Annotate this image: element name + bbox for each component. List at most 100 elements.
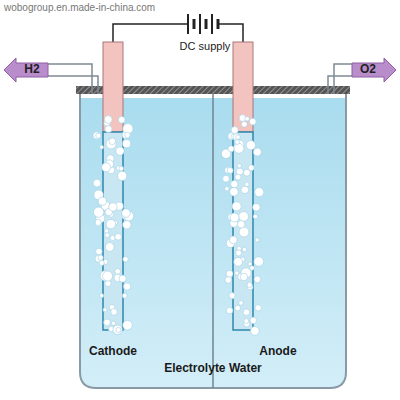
bubble: [250, 317, 257, 324]
bubble: [230, 188, 239, 197]
o2-pipe: [328, 64, 352, 94]
bubble: [122, 293, 127, 298]
supply-label: DC supply: [180, 40, 231, 52]
bubble: [115, 269, 121, 275]
bubble: [123, 320, 133, 330]
bubble: [225, 187, 229, 191]
bubble: [250, 327, 259, 336]
bubble: [241, 186, 249, 194]
bubble: [255, 188, 264, 197]
bubble: [116, 147, 124, 155]
bubble: [109, 203, 117, 211]
bubble: [253, 148, 261, 156]
bubble: [119, 166, 124, 171]
bubble: [229, 236, 237, 244]
bubble: [232, 202, 241, 211]
bubble: [113, 325, 122, 334]
bubble: [245, 117, 250, 122]
bubble: [105, 126, 112, 133]
bubble: [241, 121, 247, 127]
gas-label: O2: [360, 63, 376, 76]
bubble: [104, 116, 112, 124]
bubble: [98, 197, 106, 205]
bubble: [250, 266, 255, 271]
bubble: [228, 146, 234, 152]
bubble: [123, 283, 130, 290]
bubble: [119, 275, 126, 282]
bubble: [254, 276, 261, 283]
bubble: [245, 182, 249, 186]
bubble: [234, 143, 244, 153]
anode-terminal: [233, 42, 253, 132]
bubble: [111, 309, 118, 316]
bubble: [237, 221, 245, 229]
bubble: [244, 169, 251, 176]
membrane: [212, 94, 214, 388]
bubble: [98, 255, 103, 260]
bubble: [116, 328, 121, 333]
bubble: [235, 140, 240, 145]
wire: [113, 24, 243, 42]
bubble: [93, 179, 101, 187]
bubble: [110, 235, 115, 240]
bubble: [240, 273, 247, 280]
bubble: [229, 293, 235, 299]
bubble: [255, 238, 259, 242]
battery-symbol: [188, 14, 222, 34]
bubble: [104, 319, 111, 326]
h2-pipe: [48, 64, 98, 94]
bubble: [225, 277, 232, 284]
bubble: [117, 171, 126, 180]
h2-arrow: [4, 58, 48, 82]
bubble: [246, 141, 255, 150]
bubble: [235, 305, 241, 311]
bubble: [102, 163, 111, 172]
bubble: [100, 294, 104, 298]
bubble: [103, 271, 113, 281]
bubble: [253, 214, 258, 219]
bubble: [103, 308, 107, 312]
bubble: [99, 260, 104, 265]
electrode-label: Anode: [259, 345, 296, 358]
bubble: [226, 270, 233, 277]
bubble: [123, 257, 128, 262]
bubble: [231, 127, 238, 134]
anode-electrode: [233, 132, 253, 330]
bubble: [231, 180, 238, 187]
bubble: [227, 168, 233, 174]
bubble: [105, 243, 114, 252]
bubble: [111, 321, 115, 325]
cathode-electrode: [103, 132, 123, 330]
bubble: [109, 138, 116, 145]
bubble: [253, 204, 261, 212]
bubble: [247, 282, 252, 287]
bubble: [236, 250, 242, 256]
bubble: [239, 227, 249, 237]
electrode-label: Cathode: [89, 345, 137, 358]
o2-arrow: [352, 58, 396, 82]
gas-bubbles: [93, 115, 264, 336]
bubble: [244, 319, 249, 324]
bubble: [235, 271, 239, 275]
bubble: [248, 262, 252, 266]
bubble: [237, 164, 241, 168]
bubble: [115, 234, 122, 241]
bubble: [249, 118, 256, 125]
bubble: [105, 229, 109, 233]
bubble: [100, 145, 104, 149]
bubble: [239, 212, 249, 222]
electrolyte-label: Electrolyte Water: [164, 362, 262, 375]
bubble: [226, 307, 233, 314]
bubble: [95, 219, 101, 225]
bubble: [106, 219, 115, 228]
bubble: [255, 305, 261, 311]
bubble: [123, 221, 131, 229]
bubble: [243, 309, 250, 316]
bubble: [230, 213, 239, 222]
bubble: [242, 247, 246, 251]
gas-label: H2: [24, 63, 39, 76]
bubble: [239, 301, 244, 306]
bubble: [235, 174, 241, 180]
bubble: [106, 139, 116, 149]
